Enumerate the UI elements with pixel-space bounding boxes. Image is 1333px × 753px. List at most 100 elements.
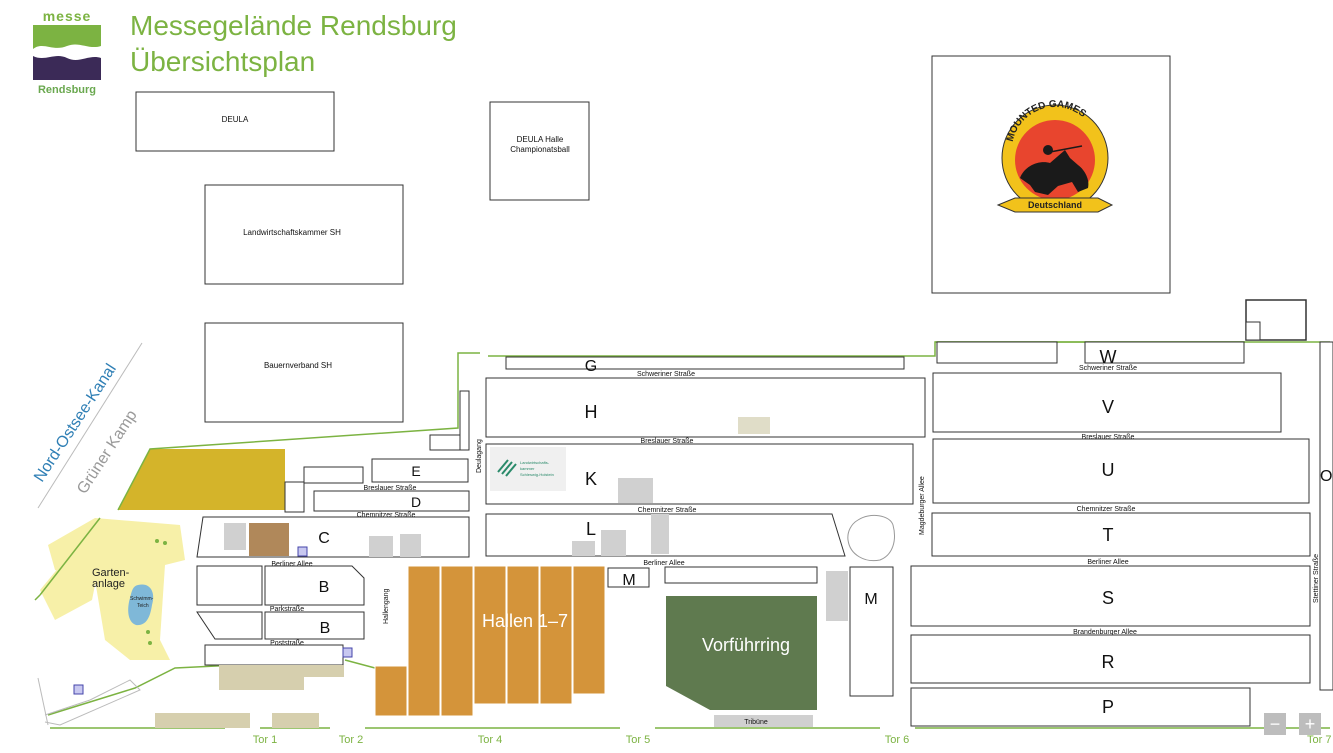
- accessibility-icon: [73, 684, 84, 695]
- area-e[interactable]: [371, 458, 469, 483]
- hall-5[interactable]: [440, 565, 474, 717]
- vorfuehrring-label: Vorführring: [702, 635, 790, 655]
- page-subtitle: Übersichtsplan: [130, 46, 316, 77]
- tribuene-label: Tribüne: [744, 719, 768, 726]
- area-b-2[interactable]: [264, 611, 365, 640]
- logo-purple-band: [33, 56, 101, 80]
- area-v[interactable]: [932, 372, 1282, 433]
- area-w-label: W: [1100, 347, 1117, 367]
- building-bauernverband[interactable]: [204, 322, 404, 423]
- pond-label-2: Teich: [137, 603, 149, 609]
- hall-3[interactable]: [506, 565, 540, 705]
- gate-tor-2[interactable]: Tor 2: [339, 734, 363, 746]
- zoom-in-button[interactable]: +: [1299, 713, 1321, 735]
- area-g[interactable]: [505, 356, 905, 370]
- page-title: Messegelände Rendsburg: [130, 10, 457, 41]
- site-boundary-path: [344, 659, 376, 669]
- zoom-out-button[interactable]: −: [1264, 713, 1286, 735]
- area-m-small[interactable]: [607, 567, 650, 588]
- gate-tor-6[interactable]: Tor 6: [885, 734, 909, 746]
- area-m-large[interactable]: [849, 566, 894, 697]
- area-s[interactable]: [910, 565, 1311, 627]
- accessibility-icon: [342, 647, 353, 658]
- area-b-1[interactable]: [264, 565, 365, 606]
- street-berliner-2: Berliner Allee: [643, 560, 684, 567]
- hallen-label: Hallen 1–7: [482, 611, 568, 631]
- area-b-1-label: B: [319, 579, 330, 596]
- area-h[interactable]: [485, 377, 926, 438]
- gate-tor-1[interactable]: Tor 1: [253, 734, 277, 746]
- street-schweriner-2: Schweriner Straße: [1079, 365, 1137, 372]
- gate-tor-5[interactable]: Tor 5: [626, 734, 650, 746]
- street-deulagang: Deulagang: [476, 439, 483, 473]
- area-p[interactable]: [910, 687, 1251, 727]
- area-w[interactable]: [1084, 341, 1245, 364]
- garden-label-1: Garten-: [92, 567, 130, 579]
- area-g-label: G: [585, 358, 597, 375]
- sponsor-line-1: Landwirtschafts-: [520, 460, 550, 465]
- street-berliner-3: Berliner Allee: [1087, 559, 1128, 566]
- grey-block: [601, 530, 626, 556]
- pond[interactable]: [128, 584, 154, 626]
- gate-tor-7[interactable]: Tor 7: [1307, 734, 1331, 746]
- parking-area-mustard[interactable]: [118, 449, 285, 510]
- site-boundary-path: [44, 679, 141, 726]
- area-b-upper[interactable]: [196, 565, 263, 606]
- accessibility-icon: [297, 546, 308, 557]
- deulagang-block-2[interactable]: [429, 434, 461, 451]
- area-o[interactable]: [1319, 341, 1333, 691]
- street-stettiner: Stettiner Straße: [1313, 554, 1320, 603]
- grey-block: [826, 571, 848, 621]
- area-u-label: U: [1102, 460, 1115, 480]
- building-berliner-block[interactable]: [664, 566, 818, 584]
- hall-6[interactable]: [407, 565, 441, 717]
- sand-block: [219, 665, 304, 690]
- sand-block: [272, 713, 319, 728]
- area-m-small-label: M: [622, 572, 635, 589]
- area-u[interactable]: [932, 438, 1310, 504]
- area-r-label: R: [1102, 652, 1115, 672]
- gate-tor-4[interactable]: Tor 4: [478, 734, 502, 746]
- deulagang-block-1[interactable]: [459, 390, 470, 451]
- grey-block: [572, 541, 595, 556]
- vorfuehrring[interactable]: [666, 596, 817, 710]
- logo-green-band: [33, 25, 101, 49]
- pond-right[interactable]: [847, 514, 895, 562]
- tribuene[interactable]: [714, 715, 813, 727]
- info-sign-icon[interactable]: [738, 417, 770, 434]
- hall-7-lower[interactable]: [374, 665, 408, 717]
- building-deula-halle-label-1: DEULA Halle: [517, 135, 564, 144]
- area-t[interactable]: [931, 512, 1311, 557]
- area-k-label: K: [585, 469, 597, 489]
- area-r[interactable]: [910, 634, 1311, 684]
- tree-icon: [155, 539, 159, 543]
- area-poststrasse-block[interactable]: [204, 644, 344, 666]
- building-deula-halle[interactable]: [489, 101, 590, 201]
- sponsor-lwk-logo: [490, 447, 566, 491]
- hall-1[interactable]: [572, 565, 606, 695]
- street-chemnitzer-3: Chemnitzer Straße: [357, 512, 416, 519]
- hall-2[interactable]: [539, 565, 573, 705]
- building-landwirtschaftskammer-label: Landwirtschaftskammer SH: [243, 228, 341, 237]
- building-deula[interactable]: [135, 91, 335, 152]
- grey-block: [651, 514, 669, 554]
- hallen-group[interactable]: Hallen 1–7: [374, 565, 606, 717]
- building-small-right-inner: [1245, 321, 1261, 341]
- area-d[interactable]: [313, 490, 470, 512]
- street-breslauer-3: Breslauer Straße: [364, 485, 417, 492]
- messe-rendsburg-logo[interactable]: messe Rendsburg: [33, 8, 101, 96]
- area-b-lower[interactable]: [196, 611, 263, 640]
- site-boundary-path: [117, 352, 480, 511]
- building-landwirtschaftskammer[interactable]: [204, 184, 404, 285]
- street-poststrasse: Poststraße: [270, 640, 304, 647]
- tree-icon: [146, 630, 150, 634]
- area-l-label: L: [586, 519, 596, 539]
- hall-4[interactable]: [473, 565, 507, 705]
- building-d-left[interactable]: [284, 481, 305, 513]
- area-c-label: C: [318, 530, 330, 547]
- lwk-logo-icon: [497, 459, 517, 477]
- building-e-left[interactable]: [303, 466, 364, 484]
- street-parkstrasse: Parkstraße: [270, 606, 304, 613]
- area-w-left[interactable]: [936, 341, 1058, 364]
